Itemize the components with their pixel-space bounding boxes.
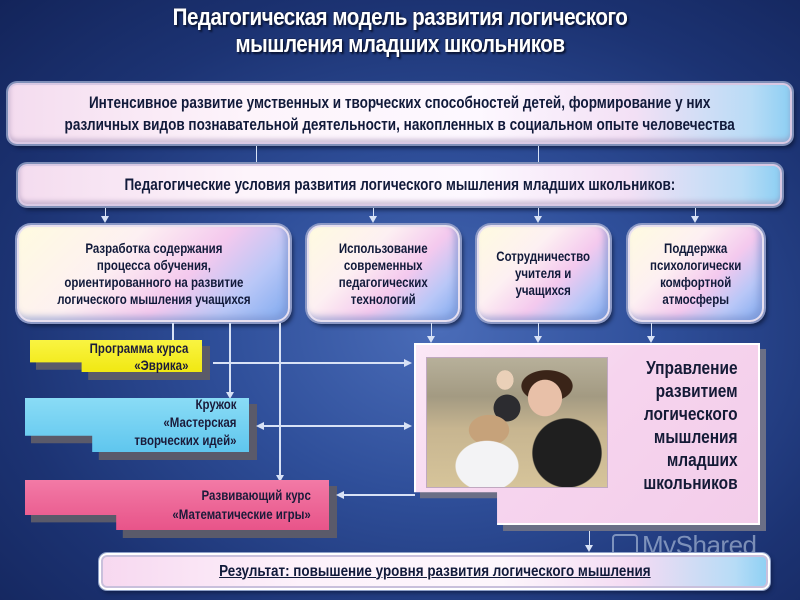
goal-box: Интенсивное развитие умственных и творче… xyxy=(8,83,792,144)
arrow-down-icon xyxy=(369,216,377,223)
management-box: Управление развитием логического мышлени… xyxy=(414,343,766,531)
connector-line xyxy=(695,208,696,219)
connector-line xyxy=(256,146,257,162)
arrow-left-icon xyxy=(336,491,344,499)
program-creative-workshop: Кружок «Мастерская творческих идей» xyxy=(25,396,257,460)
management-text: мышления xyxy=(654,427,738,447)
connector-line xyxy=(279,323,281,478)
condition-text: ориентированного на развитие xyxy=(63,273,244,290)
result-text: Результат: повышение уровня развития лог… xyxy=(218,562,651,580)
condition-box-content-development: Разработка содержания процесса обучения,… xyxy=(17,225,290,322)
condition-box-cooperation: Сотрудничество учителя и учащихся xyxy=(477,225,610,322)
program-text: «Мастерская xyxy=(163,414,237,430)
condition-text: психологически xyxy=(650,256,742,273)
arrow-down-icon xyxy=(585,545,593,552)
arrow-down-icon xyxy=(226,392,234,399)
condition-box-technologies: Использование современных педагогических… xyxy=(307,225,460,322)
arrow-down-icon xyxy=(534,336,542,343)
program-text: Развивающий курс xyxy=(201,487,311,503)
condition-text: Разработка содержания xyxy=(84,239,223,256)
management-text: логического xyxy=(644,404,738,424)
arrow-down-icon xyxy=(101,216,109,223)
program-text: Кружок xyxy=(195,396,237,412)
arrow-down-icon xyxy=(276,475,284,482)
conditions-header: Педагогические условия развития логическ… xyxy=(18,164,782,206)
diagram-title: Педагогическая модель развития логическо… xyxy=(56,4,744,58)
arrow-down-icon xyxy=(647,336,655,343)
goal-line-1: Интенсивное развитие умственных и творче… xyxy=(89,93,711,112)
connector-line xyxy=(105,208,106,219)
condition-text: комфортной xyxy=(660,273,732,290)
connector-line xyxy=(343,494,415,496)
arrow-right-icon xyxy=(404,359,412,367)
connector-line xyxy=(538,208,539,219)
condition-text: технологий xyxy=(351,290,416,307)
management-text: развитием xyxy=(656,381,738,401)
condition-text: педагогических xyxy=(339,273,428,290)
program-eureka: Программа курса «Эврика» xyxy=(30,340,210,380)
connector-line xyxy=(263,425,407,427)
management-text: школьников xyxy=(643,473,738,493)
title-line-1: Педагогическая модель развития логическо… xyxy=(172,4,628,31)
goal-line-2: различных видов познавательной деятельно… xyxy=(64,115,736,134)
title-line-2: мышления младших школьников xyxy=(235,31,565,58)
arrow-right-icon xyxy=(404,422,412,430)
connector-line xyxy=(373,208,374,219)
condition-text: современных xyxy=(344,256,423,273)
connector-line xyxy=(431,323,432,339)
condition-text: учителя и xyxy=(515,265,572,281)
connector-line xyxy=(172,323,174,341)
condition-text: атмосферы xyxy=(662,290,730,307)
arrow-left-icon xyxy=(256,422,264,430)
program-math-games: Развивающий курс «Математические игры» xyxy=(25,480,337,538)
condition-text: Сотрудничество xyxy=(496,248,591,264)
condition-box-comfort-atmosphere: Поддержка психологически комфортной атмо… xyxy=(628,225,764,322)
connector-line xyxy=(589,531,590,547)
connector-line xyxy=(651,323,652,339)
connector-line xyxy=(229,323,231,395)
condition-text: Поддержка xyxy=(664,239,728,256)
program-text: творческих идей» xyxy=(134,432,237,448)
program-text: «Математические игры» xyxy=(172,506,311,522)
condition-text: процесса обучения, xyxy=(96,256,211,273)
condition-text: учащихся xyxy=(515,282,572,298)
management-text: Управление xyxy=(646,358,738,378)
connector-line xyxy=(213,362,407,364)
connector-line xyxy=(538,146,539,162)
condition-text: Использование xyxy=(339,239,428,256)
arrow-down-icon xyxy=(427,336,435,343)
teacher-student-photo xyxy=(426,357,608,488)
arrow-down-icon xyxy=(534,216,542,223)
program-text: «Эврика» xyxy=(133,357,188,373)
condition-text: логического мышления учащихся xyxy=(56,290,251,307)
management-text: младших xyxy=(667,450,738,470)
arrow-down-icon xyxy=(691,216,699,223)
conditions-header-text: Педагогические условия развития логическ… xyxy=(124,175,676,194)
program-text: Программа курса xyxy=(89,340,188,356)
connector-line xyxy=(538,323,539,339)
result-box: Результат: повышение уровня развития лог… xyxy=(99,553,770,590)
